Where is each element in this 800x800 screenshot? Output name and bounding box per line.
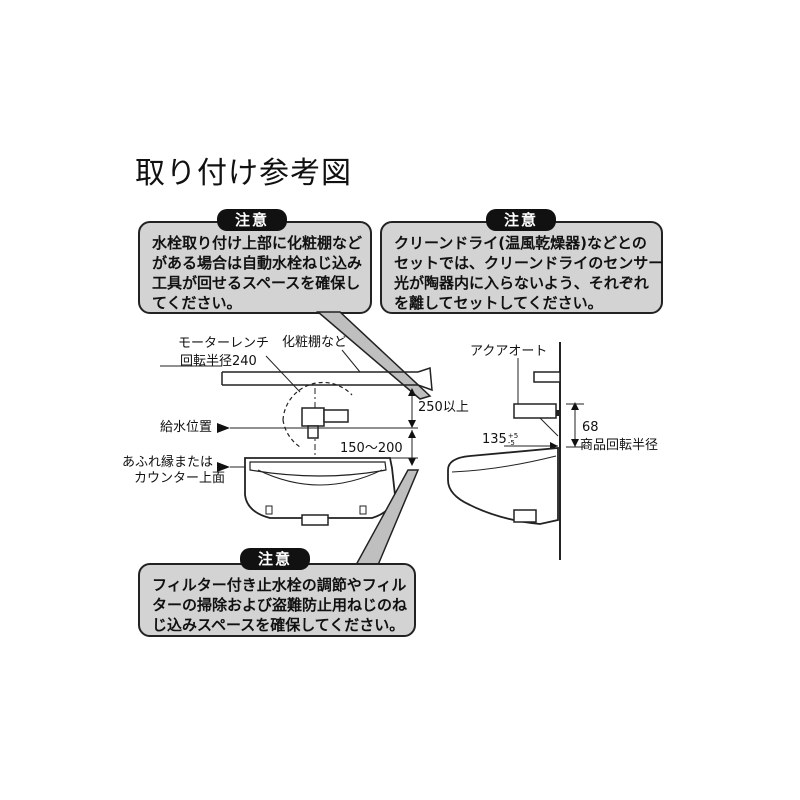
supply-arrow xyxy=(217,423,230,433)
faucet-neck xyxy=(307,425,319,439)
dim-arrow xyxy=(571,439,579,447)
rotation-arc xyxy=(282,381,353,421)
product-radius-label: 商品回転半径 xyxy=(580,438,659,453)
shelf-label: 化粧棚など xyxy=(282,335,348,350)
note-line: を離してセットしてください。 xyxy=(394,294,603,312)
side-faucet xyxy=(513,403,557,419)
dim-arrow xyxy=(408,458,416,466)
tolerance-plus: +5 xyxy=(507,431,519,440)
dimension-250-label: 250以上 xyxy=(418,400,469,415)
dim-arrow xyxy=(408,430,416,438)
dimension-68-label: 68 xyxy=(582,420,599,435)
side-faucet-mount xyxy=(556,410,560,416)
faucet-spout xyxy=(323,409,349,423)
motor-wrench-label: モーターレンチ xyxy=(178,336,270,351)
overflow-label-line1: あふれ縁または xyxy=(122,455,214,470)
basin-foot xyxy=(265,505,273,515)
note-line: ターの掃除および盗難防止用ねじのね xyxy=(152,596,408,614)
note-line: 光が陶器内に入らないよう、それぞれ xyxy=(394,274,649,292)
overflow-label-line2: カウンター上面 xyxy=(134,471,226,486)
note-line: 水栓取り付け上部に化粧棚など xyxy=(152,234,363,252)
side-drain xyxy=(513,509,537,523)
rotation-radius-label: 回転半径240 xyxy=(180,354,257,369)
note-box-filter: フィルター付き止水栓の調節やフィル ターの掃除および盗難防止用ねじのね じ込みス… xyxy=(138,563,416,637)
leader-line xyxy=(265,355,301,393)
caution-badge: 注意 xyxy=(240,548,310,570)
side-basin xyxy=(447,447,559,525)
basin-inner xyxy=(257,469,383,486)
caution-badge: 注意 xyxy=(486,209,556,231)
supply-position-label: 給水位置 xyxy=(160,420,213,435)
basin-foot xyxy=(359,505,367,515)
note-line: 工具が回せるスペースを確保し xyxy=(152,274,361,292)
basin-rim xyxy=(249,461,387,477)
caution-badge: 注意 xyxy=(217,209,287,231)
tolerance-minus: -5 xyxy=(507,438,515,447)
note-line: じ込みスペースを確保してください。 xyxy=(152,616,405,634)
drain xyxy=(301,514,329,526)
note-line: クリーンドライ(温風乾燥器)などとの xyxy=(394,234,647,252)
shelf-bracket xyxy=(417,366,433,392)
note-box-clean-dry: クリーンドライ(温風乾燥器)などとの セットでは、クリーンドライのセンサー 光が… xyxy=(380,221,663,314)
dimension-135-value: 135 xyxy=(482,432,507,447)
dimension-range-label: 150～200 xyxy=(340,441,403,456)
note-line: セットでは、クリーンドライのセンサー xyxy=(394,254,664,272)
note-line: がある場合は自動水栓ねじ込み xyxy=(152,254,363,272)
faucet-body xyxy=(301,407,325,427)
note-box-shelf: 水栓取り付け上部に化粧棚など がある場合は自動水栓ねじ込み 工具が回せるスペース… xyxy=(138,221,372,314)
rotation-arc xyxy=(282,419,301,448)
note-line: てください。 xyxy=(152,294,242,312)
side-basin-rim xyxy=(451,455,557,473)
side-faucet-line xyxy=(539,417,559,437)
note-pointer xyxy=(315,311,432,400)
note-line: フィルター付き止水栓の調節やフィル xyxy=(152,576,407,594)
dim-arrow xyxy=(408,420,416,428)
leader-line xyxy=(341,349,361,373)
wall-shelf xyxy=(533,371,561,383)
overflow-arrow xyxy=(217,462,230,472)
dimension-135-label: 135+5-5 xyxy=(482,432,518,447)
dim-arrow xyxy=(408,388,416,396)
dim-arrow xyxy=(571,402,579,410)
aqua-auto-label: アクアオート xyxy=(470,344,548,359)
page-title: 取り付け参考図 xyxy=(135,156,352,191)
